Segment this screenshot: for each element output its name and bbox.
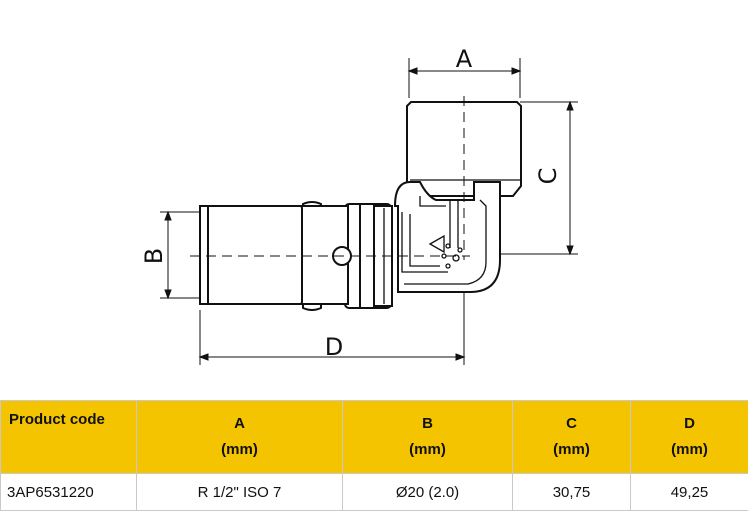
table-row: 3AP6531220 R 1/2" ISO 7 Ø20 (2.0) 30,75 …: [1, 474, 748, 511]
cell-d: 49,25: [631, 474, 748, 511]
header-b: B(mm): [343, 401, 513, 474]
elbow-fitting: [200, 102, 521, 310]
cell-b: Ø20 (2.0): [343, 474, 513, 511]
spec-table: Product code A(mm) B(mm) C(mm) D(mm) 3AP…: [0, 400, 748, 511]
header-d: D(mm): [631, 401, 748, 474]
label-a: A: [456, 45, 473, 73]
label-b: B: [140, 248, 168, 264]
cell-product-code: 3AP6531220: [1, 474, 137, 511]
cell-a: R 1/2" ISO 7: [137, 474, 343, 511]
technical-drawing: A C B D: [0, 0, 748, 400]
header-a: A(mm): [137, 401, 343, 474]
label-c: C: [534, 168, 562, 185]
table-header-row: Product code A(mm) B(mm) C(mm) D(mm): [1, 401, 748, 474]
header-product-code: Product code: [1, 401, 137, 474]
cell-c: 30,75: [513, 474, 631, 511]
header-c: C(mm): [513, 401, 631, 474]
label-d: D: [325, 333, 343, 361]
